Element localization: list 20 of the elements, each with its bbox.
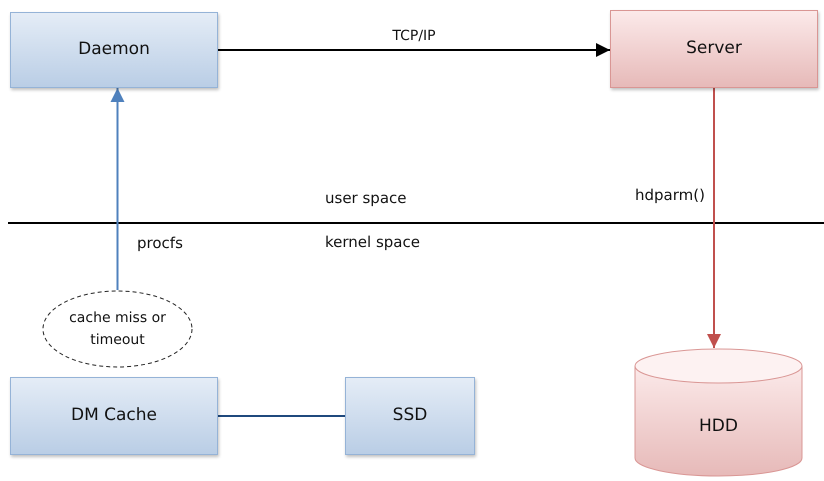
arrow <box>218 43 610 57</box>
text-label: hdparm() <box>635 186 705 204</box>
arrow <box>707 88 721 348</box>
arrow <box>110 88 124 290</box>
node-label: Daemon <box>78 38 150 62</box>
text-label: kernel space <box>325 233 420 251</box>
text-label: procfs <box>137 234 183 252</box>
node-label: DM Cache <box>70 404 158 428</box>
connector-line <box>218 415 345 417</box>
process-box <box>345 377 475 455</box>
node-label: SSD <box>392 404 428 428</box>
database-cylinder <box>634 348 803 476</box>
node-label: HDD <box>699 415 738 438</box>
node-label: Server <box>686 37 742 60</box>
dashed-ellipse <box>42 290 193 368</box>
node-label: cache miss or timeout <box>68 308 167 350</box>
process-box <box>10 12 218 88</box>
process-box <box>610 10 818 88</box>
text-label: user space <box>325 189 406 207</box>
process-box <box>10 377 218 455</box>
